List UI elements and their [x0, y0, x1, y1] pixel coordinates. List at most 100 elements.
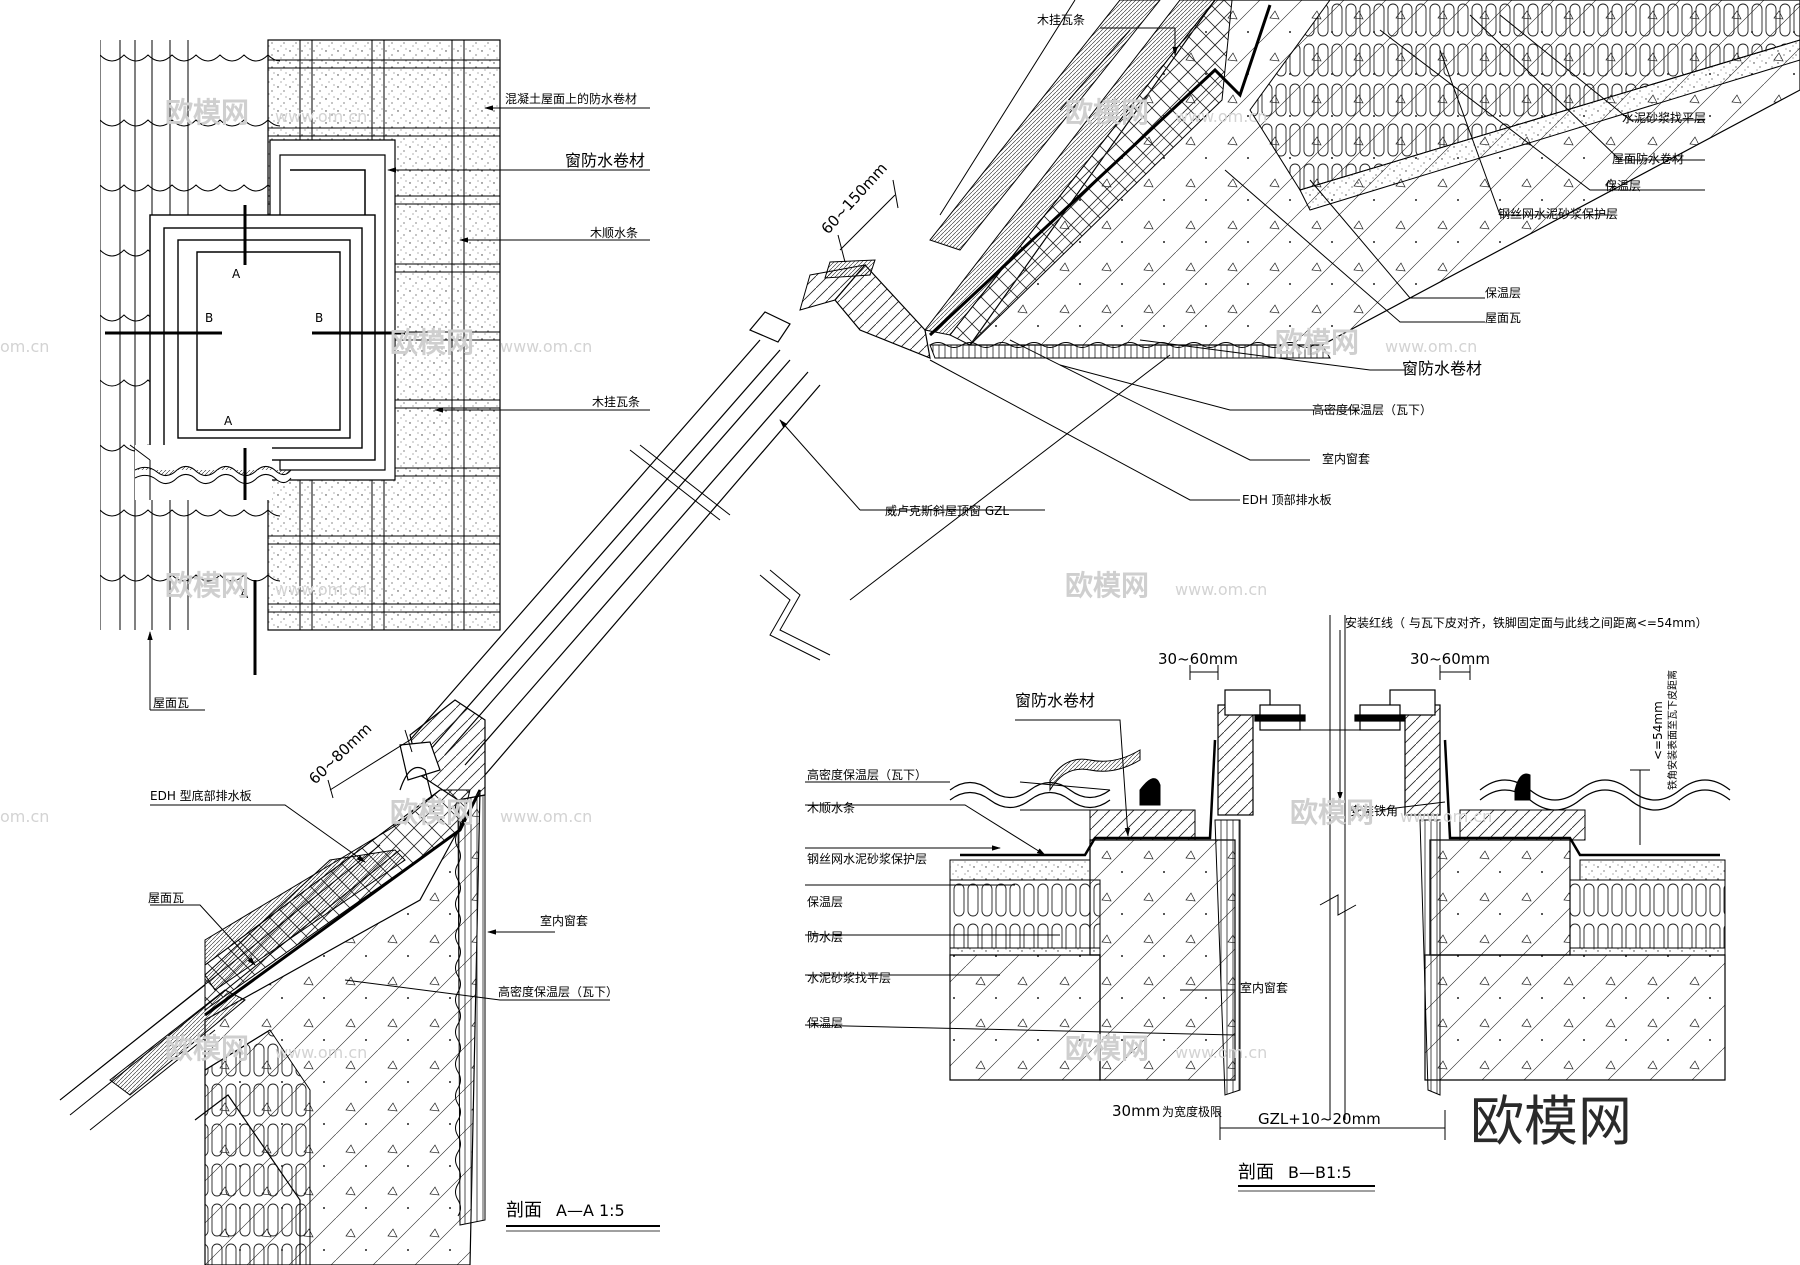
- aa-lower-membrane: [204, 789, 482, 1017]
- svg-text:www.om.cn: www.om.cn: [1400, 807, 1492, 826]
- plan-mark-a-mid: A: [224, 414, 233, 428]
- bb-right-frame: [1354, 689, 1441, 816]
- bb-width-note-b: 为宽度极限: [1162, 1104, 1222, 1119]
- bb-left-tile: [1049, 749, 1141, 792]
- bb-right-mesh: [1579, 859, 1726, 881]
- plan-label-roof-tile: 屋面瓦: [153, 696, 189, 710]
- aa-upper-tiles: [929, 0, 1161, 251]
- aa-leaders-upper: [779, 14, 1705, 511]
- svg-text:欧模网: 欧模网: [390, 796, 474, 829]
- bb-left-lining: [1214, 819, 1241, 1096]
- bb-label-waterproof: 防水层: [807, 929, 843, 944]
- bb-label-insulation-2: 保温层: [807, 1016, 843, 1030]
- aa-upper-membrane: [928, 4, 1272, 337]
- plan-flashing: [129, 444, 292, 500]
- aa-title-suffix: A—A 1:5: [556, 1201, 625, 1220]
- aa-window-sill: [399, 699, 486, 811]
- bb-label-counter-batten: 木顺水条: [807, 801, 855, 815]
- svg-text:www.om.cn: www.om.cn: [1175, 1043, 1267, 1062]
- bb-left-batten: [1089, 809, 1196, 841]
- bb-side-note: 铁角安装表面至瓦下皮距离: [1666, 670, 1679, 790]
- plan-label-window-membrane: 窗防水卷材: [565, 151, 645, 170]
- aa-upper-screed: [1299, 39, 1800, 211]
- bb-left-insulation: [949, 879, 1101, 949]
- bb-right-step: [1429, 839, 1571, 956]
- plan-label-counter-batten: 木顺水条: [590, 226, 638, 240]
- bb-left-frame: [1217, 689, 1306, 816]
- aa-label-velux: 威卢克斯斜屋顶窗 GZL: [885, 503, 1009, 518]
- svg-text:欧模网: 欧模网: [165, 1032, 249, 1065]
- bb-label-cement-screed: 水泥砂浆找平层: [807, 970, 891, 985]
- bb-width-note-a: 30mm: [1112, 1102, 1160, 1120]
- aa-label-hd-insulation-low: 高密度保温层（瓦下）: [498, 984, 618, 999]
- aa-lower-inner-lining: [457, 794, 486, 1226]
- svg-text:欧模网: 欧模网: [1275, 326, 1359, 359]
- aa-dim-bottom: [327, 729, 413, 799]
- plan-view: A A A B B 混凝土屋面上的防水卷材 窗防水卷材 木顺水条 木挂瓦条 屋面…: [100, 39, 650, 711]
- aa-upper-counter-layer: [924, 0, 1216, 336]
- aa-label-inner-lining-low: 室内窗套: [540, 913, 588, 928]
- aa-leaders-lower: [150, 804, 610, 1001]
- svg-text:www.om.cn: www.om.cn: [1175, 107, 1267, 126]
- bb-right-batten: [1459, 809, 1586, 841]
- bb-label-window-membrane: 窗防水卷材: [1015, 691, 1095, 710]
- bb-right-membrane: [1443, 739, 1720, 857]
- bb-label-mesh-mortar: 钢丝网水泥砂浆保护层: [807, 851, 927, 866]
- plan-mark-b-left: B: [205, 311, 213, 325]
- plan-label-tile-batten: 木挂瓦条: [592, 395, 640, 409]
- watermarks: 欧模网 www.om.cn 欧模网 www.om.cn om.cn 欧模网 ww…: [0, 96, 1632, 1153]
- plan-mark-b-right: B: [315, 311, 323, 325]
- bb-label-inner-lining: 室内窗套: [1240, 980, 1288, 995]
- aa-lower-tiles: [109, 989, 246, 1096]
- svg-text:欧模网: 欧模网: [165, 569, 249, 602]
- bb-dim-bottom: GZL+10~20mm: [1258, 1110, 1381, 1128]
- bb-dim-left: 30~60mm: [1158, 650, 1238, 668]
- plan-mark-a-low: A: [240, 587, 249, 601]
- aa-label-roof-tile-low: 屋面瓦: [148, 891, 184, 905]
- plan-mark-a-top: A: [232, 267, 241, 281]
- svg-text:om.cn: om.cn: [0, 807, 49, 826]
- aa-label-roof-tile: 屋面瓦: [1485, 311, 1521, 325]
- aa-dim-bottom-text: 60~80mm: [305, 719, 375, 787]
- brand-logo-text: 欧模网: [1470, 1090, 1632, 1153]
- aa-label-insulation-1: 保温层: [1605, 179, 1641, 193]
- svg-text:om.cn: om.cn: [0, 337, 49, 356]
- aa-label-tile-batten: 木挂瓦条: [1037, 13, 1085, 27]
- plan-window-frame: [149, 214, 376, 461]
- aa-edh-bottom: [204, 849, 406, 991]
- plan-section-lines: [105, 205, 405, 675]
- aa-title: 剖面: [506, 1200, 542, 1221]
- bb-left-mesh: [949, 859, 1091, 881]
- bb-label-bracket: 安装铁角: [1350, 803, 1398, 818]
- aa-label-hd-insulation: 高密度保温层（瓦下）: [1312, 402, 1432, 417]
- svg-text:欧模网: 欧模网: [1065, 1032, 1149, 1065]
- svg-text:www.om.cn: www.om.cn: [500, 337, 592, 356]
- bb-left-screed: [949, 947, 1101, 956]
- bb-side-dim: <=54mm: [1651, 701, 1665, 760]
- bb-label-hd-insulation: 高密度保温层（瓦下）: [807, 767, 927, 782]
- svg-text:欧模网: 欧模网: [165, 96, 249, 129]
- plan-label-roof-membrane: 混凝土屋面上的防水卷材: [505, 91, 637, 106]
- svg-text:www.om.cn: www.om.cn: [1175, 580, 1267, 599]
- aa-inner-lining-top: [929, 344, 1331, 359]
- aa-dim-top-text: 60~150mm: [818, 159, 891, 238]
- svg-text:欧模网: 欧模网: [1290, 796, 1374, 829]
- svg-text:www.om.cn: www.om.cn: [275, 580, 367, 599]
- svg-text:www.om.cn: www.om.cn: [1385, 337, 1477, 356]
- aa-break-marks: [629, 354, 1171, 661]
- svg-text:www.om.cn: www.om.cn: [500, 807, 592, 826]
- svg-text:www.om.cn: www.om.cn: [275, 107, 367, 126]
- svg-text:欧模网: 欧模网: [390, 326, 474, 359]
- aa-label-cement-screed: 水泥砂浆找平层: [1622, 110, 1706, 125]
- aa-dim-top: [837, 179, 899, 263]
- svg-text:欧模网: 欧模网: [1065, 96, 1149, 129]
- aa-label-edh-top: EDH 顶部排水板: [1242, 492, 1332, 507]
- bb-title: 剖面: [1238, 1162, 1274, 1183]
- bb-dims: [1189, 665, 1650, 1140]
- bb-center: [1300, 615, 1370, 1120]
- bb-dim-right: 30~60mm: [1410, 650, 1490, 668]
- section-bb: 30~60mm 30~60mm GZL+10~20mm 30mm 为宽度极限 <…: [804, 615, 1731, 1192]
- bb-right-lining: [1419, 819, 1441, 1096]
- aa-label-insulation-2: 保温层: [1485, 286, 1521, 300]
